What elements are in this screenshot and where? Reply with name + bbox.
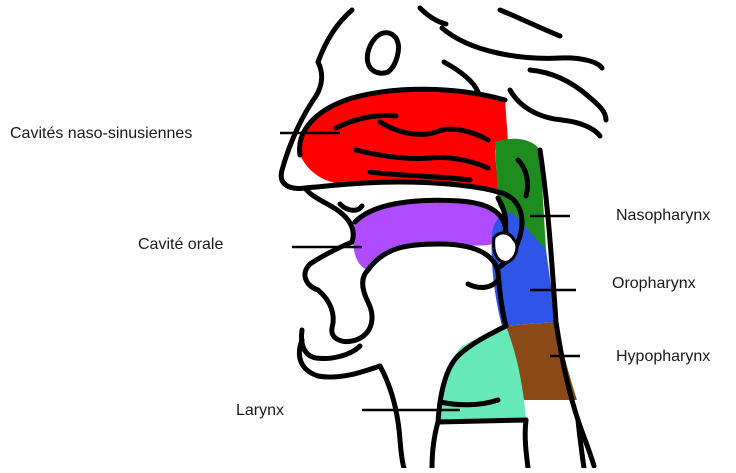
label-hypopharynx: Hypopharynx: [616, 349, 710, 365]
label-larynx: Larynx: [236, 403, 284, 419]
uvula-patch: [494, 233, 517, 262]
label-nasopharynx: Nasopharynx: [616, 208, 710, 224]
label-nasal-cavities: Cavités naso-sinusiennes: [10, 126, 192, 142]
label-oropharynx: Oropharynx: [612, 276, 696, 292]
label-oral-cavity: Cavité orale: [138, 237, 223, 253]
